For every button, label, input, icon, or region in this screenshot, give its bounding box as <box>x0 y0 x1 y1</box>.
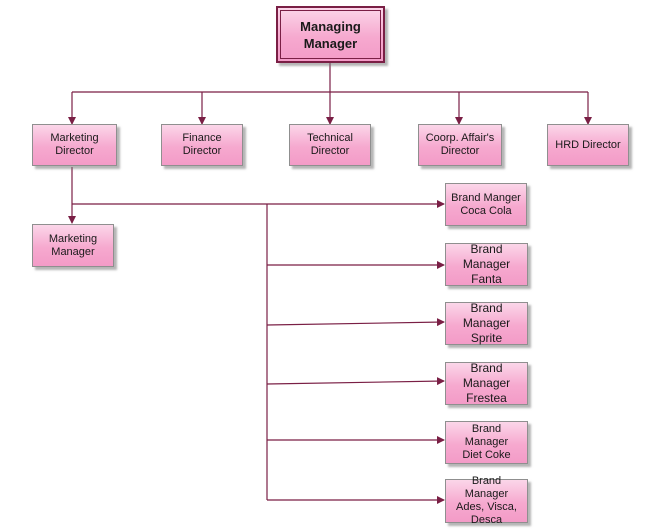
connector-to-bm-sprite <box>266 318 445 327</box>
node-marketing-manager: Marketing Manager <box>32 224 114 267</box>
node-technical-director: Technical Director <box>289 124 371 166</box>
node-bm-fanta: Brand Manager Fanta <box>445 242 528 286</box>
node-bm-coca-cola: Brand Manger Coca Cola <box>445 183 527 226</box>
connector-to-bm-frestea <box>266 377 445 386</box>
node-bm-frestea: Brand Manager Frestea <box>445 361 528 405</box>
node-marketing-director: Marketing Director <box>32 124 117 166</box>
node-managing-manager: Managing Manager <box>276 6 385 63</box>
node-hrd-director: HRD Director <box>547 124 629 166</box>
node-corp-affairs-director: Coorp. Affair's Director <box>418 124 502 166</box>
node-finance-director: Finance Director <box>161 124 243 166</box>
node-bm-diet-coke: Brand Manager Diet Coke <box>445 421 528 464</box>
node-bm-sprite: Brand Manager Sprite <box>445 301 528 345</box>
node-bm-ades-visca-desca: Brand Manager Ades, Visca, Desca <box>445 475 528 526</box>
